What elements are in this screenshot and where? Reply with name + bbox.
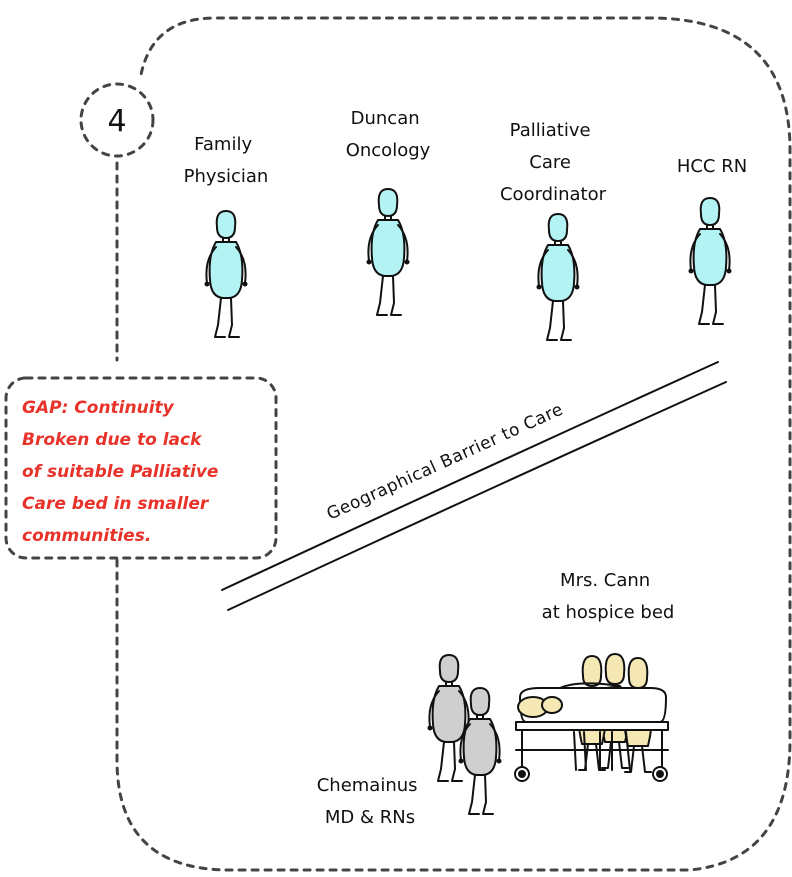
geographical-barrier: [221, 361, 727, 611]
hospice-bed-icon: [514, 682, 669, 782]
journey-boundary: [115, 16, 792, 872]
gap-note-box: [4, 376, 278, 560]
hospice-label: Mrs. Cann at hospice bed: [542, 570, 675, 623]
label-palliative-care-coordinator: Palliative Care Coordinator: [500, 120, 607, 205]
hcc-rn-figure-icon: [687, 197, 733, 325]
family-physician-figure-icon: [203, 210, 249, 338]
duncan-oncology-figure-icon: [365, 188, 411, 316]
label-hcc-rn: HCC RN: [677, 156, 747, 177]
palliative-care-coordinator-figure-icon: [535, 213, 581, 341]
label-duncan-oncology: Duncan Oncology: [346, 108, 431, 161]
barrier-label: Geographical Barrier to Care: [324, 400, 567, 525]
step-number: 4: [107, 104, 126, 139]
gap-note-text: GAP: Continuity Broken due to lack of su…: [22, 398, 224, 546]
label-family-physician: Family Physician: [184, 134, 269, 187]
local-team-label: Chemainus MD & RNs: [317, 775, 424, 828]
step-number-badge: [79, 82, 155, 158]
